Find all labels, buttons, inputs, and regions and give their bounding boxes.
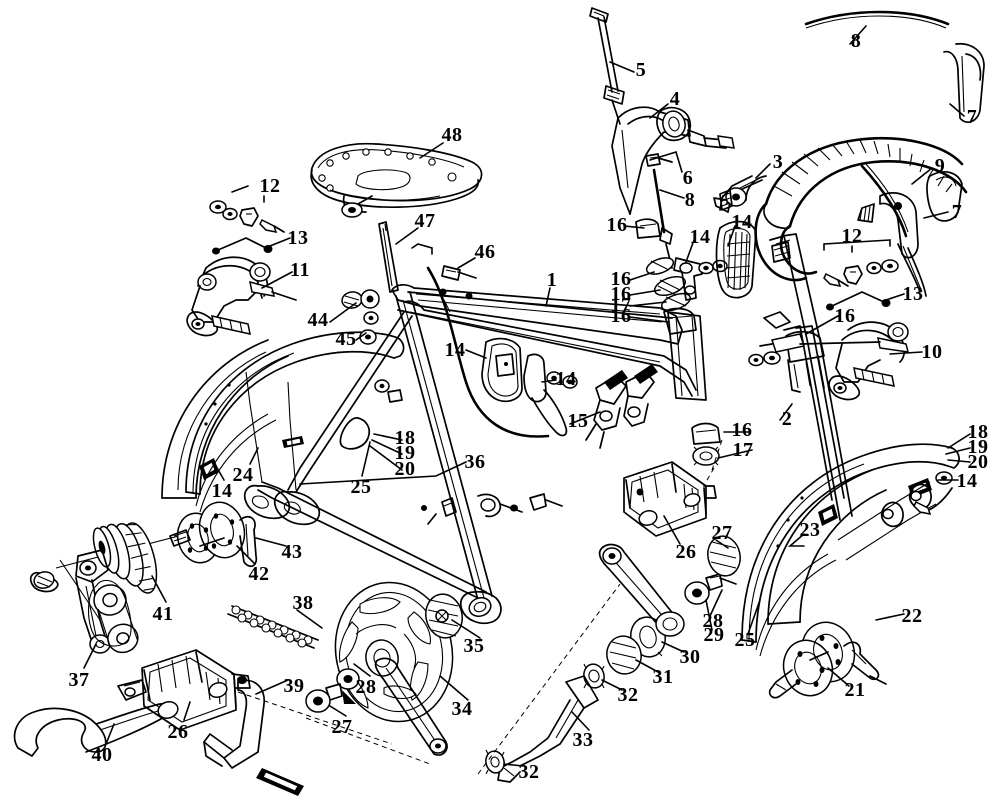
callout-5: 5 bbox=[635, 59, 647, 81]
callout-8: 8 bbox=[684, 189, 696, 211]
callout-2: 2 bbox=[781, 408, 793, 430]
callout-47: 47 bbox=[414, 210, 436, 232]
callout-6: 6 bbox=[682, 167, 694, 189]
callout-16: 16 bbox=[606, 214, 628, 236]
callout-32: 32 bbox=[617, 684, 639, 706]
callout-14: 14 bbox=[555, 368, 577, 390]
callout-18: 18 bbox=[394, 427, 416, 449]
callout-12: 12 bbox=[259, 175, 281, 197]
callout-13: 13 bbox=[287, 227, 309, 249]
callout-24: 24 bbox=[232, 464, 254, 486]
seat-cluster-hardware bbox=[341, 243, 477, 403]
callout-16: 16 bbox=[731, 419, 753, 441]
callout-48: 48 bbox=[441, 124, 463, 146]
rear-brake-caliper-part bbox=[186, 185, 297, 337]
front-fork-part bbox=[748, 233, 909, 521]
callout-16: 16 bbox=[610, 283, 632, 305]
callout-45: 45 bbox=[335, 328, 357, 350]
callout-31: 31 bbox=[652, 666, 674, 688]
callout-16: 16 bbox=[610, 305, 632, 327]
callout-46: 46 bbox=[474, 241, 496, 263]
callout-17: 17 bbox=[610, 294, 632, 316]
callout-39: 39 bbox=[283, 675, 305, 697]
callout-34: 34 bbox=[451, 698, 473, 720]
callout-22: 22 bbox=[901, 605, 923, 627]
callout-35: 35 bbox=[463, 635, 485, 657]
rear-hub-freewheel-part bbox=[29, 501, 258, 594]
callout-17: 17 bbox=[732, 439, 754, 461]
callout-14: 14 bbox=[444, 339, 466, 361]
callout-15: 15 bbox=[567, 410, 589, 432]
callout-16: 16 bbox=[610, 268, 632, 290]
callout-11: 11 bbox=[290, 259, 310, 281]
callout-3: 3 bbox=[772, 151, 784, 173]
callout-26: 26 bbox=[167, 721, 189, 743]
callout-40: 40 bbox=[91, 744, 113, 766]
callout-20: 20 bbox=[394, 458, 416, 480]
callout-23: 23 bbox=[799, 519, 821, 541]
callout-25: 25 bbox=[734, 629, 756, 651]
callout-16: 16 bbox=[834, 305, 856, 327]
chain-part bbox=[227, 605, 319, 649]
callout-7: 7 bbox=[951, 201, 963, 223]
callout-38: 38 bbox=[292, 592, 314, 614]
handlebar-part bbox=[713, 10, 985, 297]
callout-19: 19 bbox=[967, 436, 989, 458]
frame-part bbox=[243, 284, 707, 625]
bottom-bracket-parts bbox=[237, 535, 741, 783]
right-pedal-part bbox=[623, 422, 723, 537]
callout-13: 13 bbox=[902, 283, 924, 305]
callout-29: 29 bbox=[703, 624, 725, 646]
callout-27: 27 bbox=[711, 522, 733, 544]
rear-wheel-edge bbox=[195, 413, 277, 513]
callout-30: 30 bbox=[679, 646, 701, 668]
callout-32: 32 bbox=[518, 761, 540, 783]
left-pedal-part bbox=[141, 649, 304, 796]
callout-8: 8 bbox=[850, 30, 862, 52]
bottle-cage-part bbox=[426, 266, 578, 525]
callout-37: 37 bbox=[68, 669, 90, 691]
chainset-part bbox=[305, 581, 463, 756]
callout-9: 9 bbox=[934, 155, 946, 177]
callout-19: 19 bbox=[394, 442, 416, 464]
front-wheel-edge bbox=[755, 553, 837, 657]
callout-33: 33 bbox=[572, 729, 594, 751]
callout-14: 14 bbox=[956, 470, 978, 492]
stem-part bbox=[589, 7, 791, 335]
front-fender-part bbox=[741, 443, 960, 643]
leader-lines bbox=[83, 25, 971, 767]
right-crank-arm-part bbox=[598, 543, 685, 637]
callout-14: 14 bbox=[211, 480, 233, 502]
front-hub-part bbox=[768, 621, 887, 699]
saddle-part bbox=[310, 142, 483, 218]
callout-44: 44 bbox=[307, 309, 329, 331]
callout-14: 14 bbox=[731, 211, 753, 233]
seatpost-part bbox=[378, 221, 399, 293]
callout-42: 42 bbox=[248, 563, 270, 585]
callout-21: 21 bbox=[844, 679, 866, 701]
callout-25: 25 bbox=[350, 476, 372, 498]
callout-4: 4 bbox=[669, 88, 681, 110]
callout-28: 28 bbox=[702, 610, 724, 632]
callout-18: 18 bbox=[967, 421, 989, 443]
callout-20: 20 bbox=[967, 451, 989, 473]
callout-10: 10 bbox=[921, 341, 943, 363]
callout-1: 1 bbox=[546, 269, 558, 291]
callout-12: 12 bbox=[841, 225, 863, 247]
callout-14: 14 bbox=[689, 226, 711, 248]
callout-27: 27 bbox=[331, 716, 353, 738]
callout-26: 26 bbox=[675, 541, 697, 563]
callout-7: 7 bbox=[966, 106, 978, 128]
downtube-shifters-part bbox=[585, 364, 658, 449]
rear-fender-part bbox=[161, 331, 405, 499]
callout-43: 43 bbox=[281, 541, 303, 563]
callout-41: 41 bbox=[152, 603, 174, 625]
rear-derailleur-part bbox=[59, 549, 147, 701]
callout-28: 28 bbox=[355, 676, 377, 698]
callout-36: 36 bbox=[464, 451, 486, 473]
